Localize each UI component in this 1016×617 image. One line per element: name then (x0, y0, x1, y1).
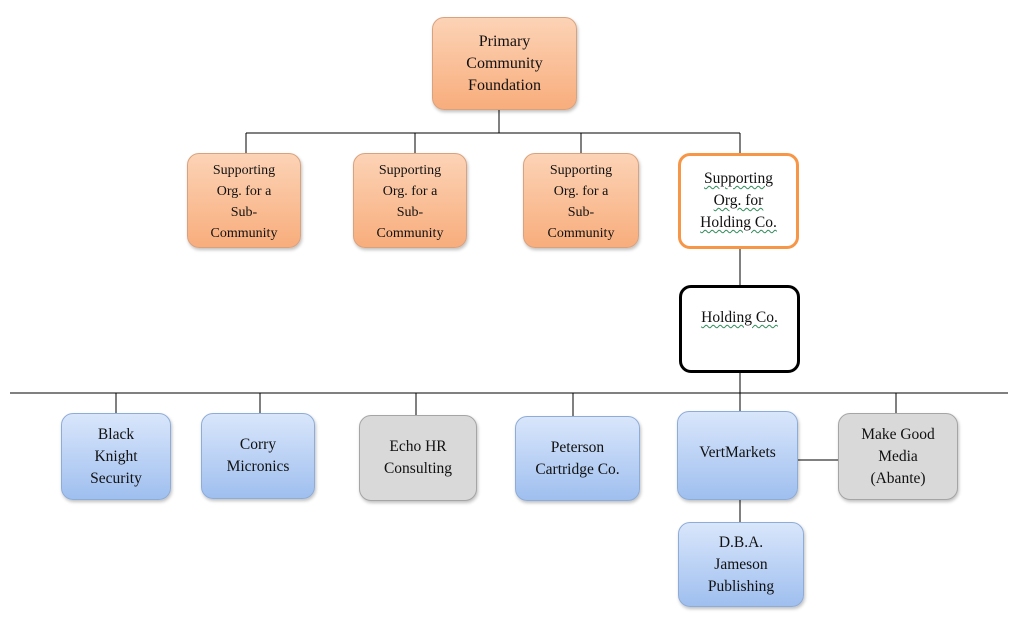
holding-co-node: Holding Co. (679, 285, 800, 373)
primary-community-foundation-node: Primary Community Foundation (432, 17, 577, 110)
node-label: Supporting Org. for a Sub- Community (376, 163, 444, 241)
node-label: Corry Micronics (226, 436, 290, 475)
node-label: Supporting Org. for a Sub- Community (210, 163, 278, 241)
peterson-cartridge-node: Peterson Cartridge Co. (515, 416, 640, 501)
node-label: Supporting Org. for Holding Co. (700, 170, 777, 231)
node-label: Primary Community Foundation (466, 32, 543, 94)
corry-micronics-node: Corry Micronics (201, 413, 315, 499)
node-label: Echo HR Consulting (383, 438, 453, 477)
dba-jameson-publishing-node: D.B.A. Jameson Publishing (678, 522, 804, 607)
node-label: Black Knight Security (90, 425, 142, 487)
node-label: Supporting Org. for a Sub- Community (547, 163, 615, 241)
echo-hr-consulting-node: Echo HR Consulting (359, 415, 477, 501)
supporting-org-holding-node: Supporting Org. for Holding Co. (678, 153, 799, 249)
node-label: Peterson Cartridge Co. (535, 438, 620, 478)
node-label: D.B.A. Jameson Publishing (707, 533, 775, 595)
supporting-org-sub-community-node: Supporting Org. for a Sub- Community (187, 153, 301, 248)
supporting-org-sub-community-node: Supporting Org. for a Sub- Community (353, 153, 467, 248)
supporting-org-sub-community-node: Supporting Org. for a Sub- Community (523, 153, 639, 248)
make-good-media-node: Make Good Media (Abante) (838, 413, 958, 500)
vertmarkets-node: VertMarkets (677, 411, 798, 500)
black-knight-security-node: Black Knight Security (61, 413, 171, 500)
node-label: Holding Co. (701, 309, 778, 326)
node-label: VertMarkets (699, 444, 776, 461)
node-label: Make Good Media (Abante) (861, 425, 935, 487)
